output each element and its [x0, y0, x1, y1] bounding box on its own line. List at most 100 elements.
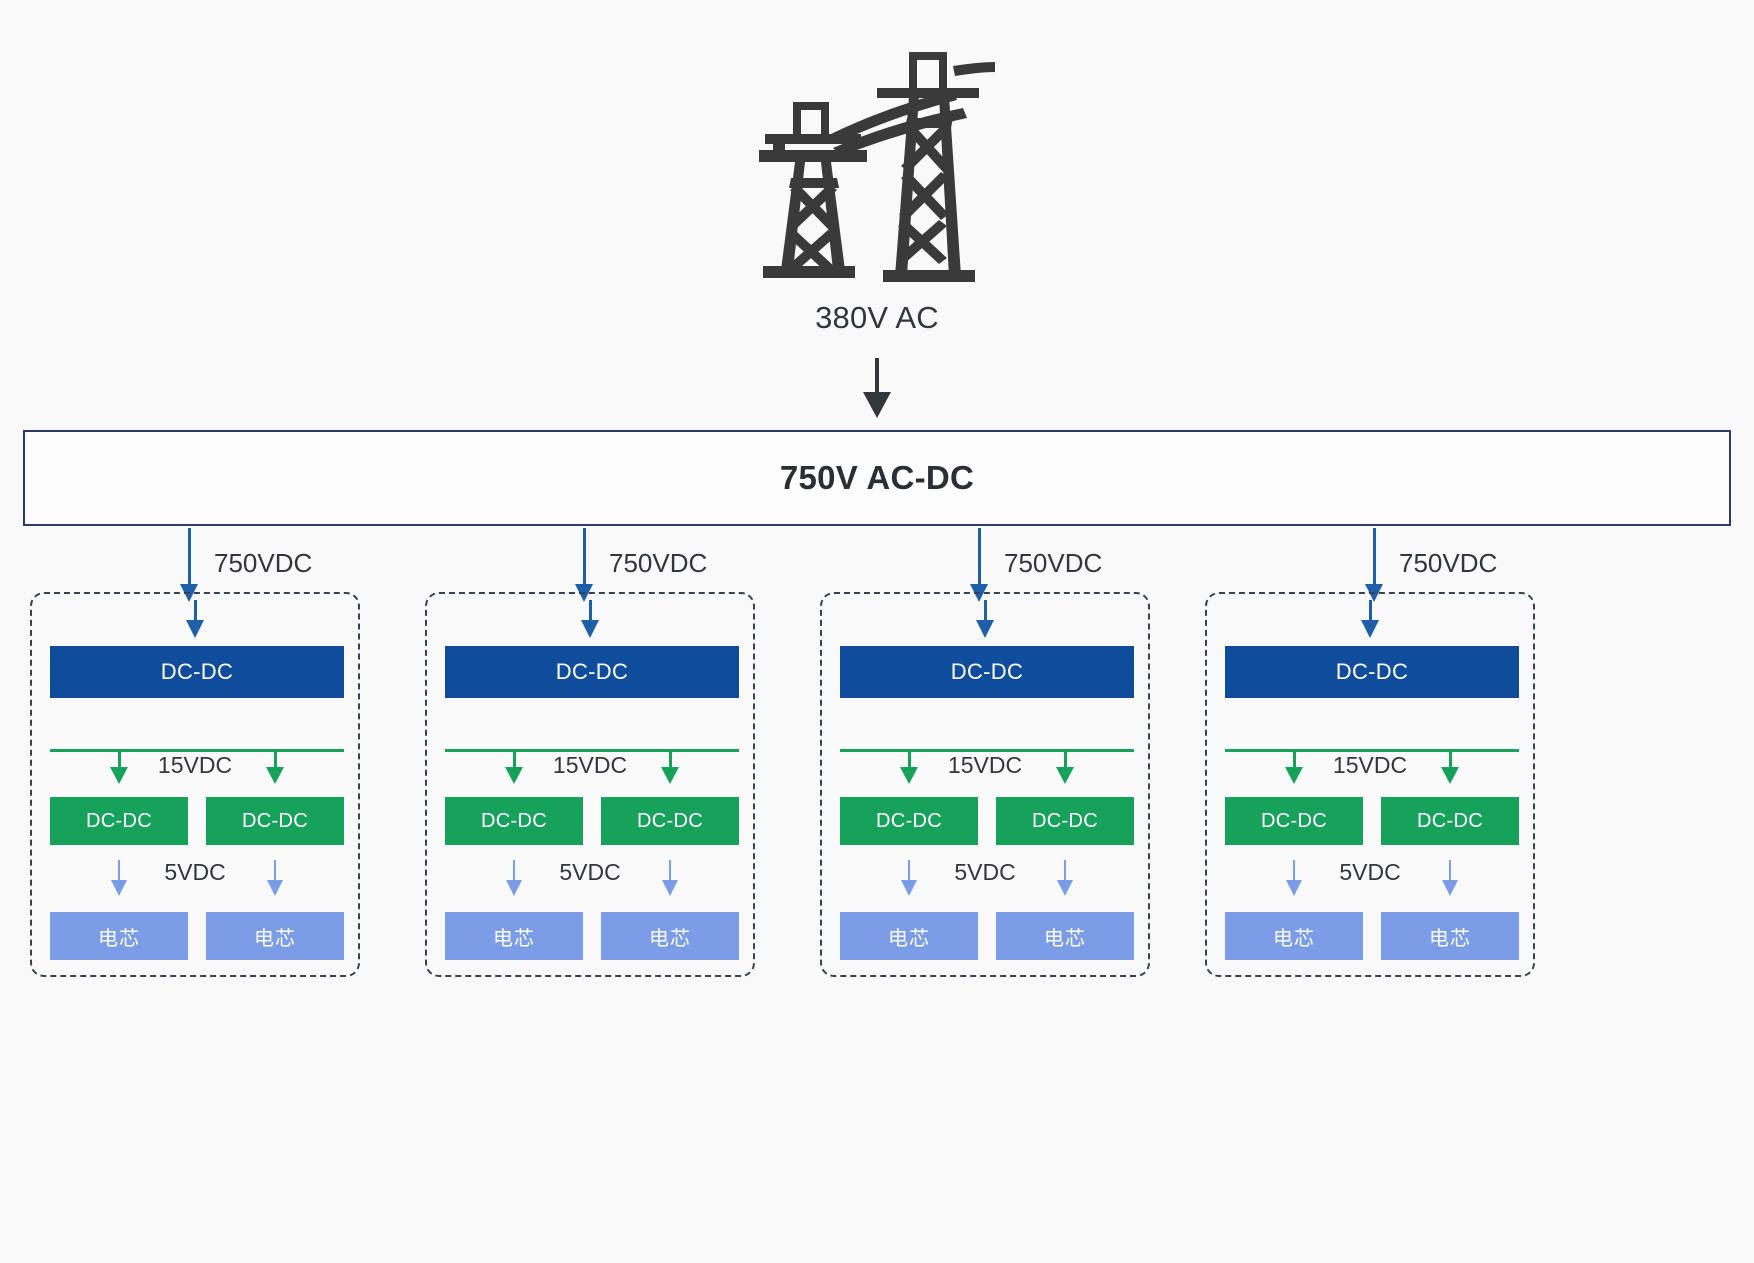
secondary-dcdc-label: DC-DC	[1032, 809, 1098, 832]
arrow-line	[669, 860, 671, 886]
arrow-head	[662, 880, 678, 896]
cell-voltage-label: 5VDC	[1339, 859, 1401, 885]
battery-cell-label: 电芯	[888, 927, 930, 950]
bus-voltage-label: 15VDC	[947, 752, 1023, 778]
primary-dcdc-label: DC-DC	[1335, 659, 1409, 684]
battery-group-1: DC-DC 15VDC DC-DC DC-DC 5VDC 电芯	[30, 592, 360, 977]
primary-dcdc-block[interactable]: DC-DC	[1225, 646, 1519, 698]
arrow-line	[669, 749, 672, 773]
secondary-dcdc-block-left[interactable]: DC-DC	[445, 797, 583, 845]
source-voltage-label: 380V AC	[815, 300, 939, 335]
bus-voltage-label: 15VDC	[552, 752, 628, 778]
arrow-line	[1449, 860, 1451, 886]
battery-cell-left[interactable]: 电芯	[445, 912, 583, 960]
secondary-dcdc-block-right[interactable]: DC-DC	[206, 797, 344, 845]
arrow-head	[1285, 767, 1303, 784]
arrow-head	[505, 767, 523, 784]
battery-cell-label: 电芯	[1273, 927, 1315, 950]
arrow-head	[1441, 767, 1459, 784]
primary-dcdc-block[interactable]: DC-DC	[445, 646, 739, 698]
arrow-head	[186, 620, 204, 638]
arrow-line	[194, 600, 197, 626]
arrow-line	[908, 749, 911, 773]
ac-dc-converter-label: 750V AC-DC	[779, 459, 975, 496]
cell-voltage-label: 5VDC	[559, 859, 621, 885]
secondary-dcdc-block-left[interactable]: DC-DC	[840, 797, 978, 845]
battery-cell-right[interactable]: 电芯	[996, 912, 1134, 960]
secondary-dcdc-label: DC-DC	[1417, 809, 1483, 832]
battery-cell-right[interactable]: 电芯	[1381, 912, 1519, 960]
arrow-line	[1064, 860, 1066, 886]
secondary-dcdc-block-right[interactable]: DC-DC	[996, 797, 1134, 845]
secondary-dcdc-label: DC-DC	[242, 809, 308, 832]
primary-dcdc-block[interactable]: DC-DC	[840, 646, 1134, 698]
arrow-line	[908, 860, 910, 886]
secondary-dcdc-label: DC-DC	[1261, 809, 1327, 832]
battery-cell-left[interactable]: 电芯	[840, 912, 978, 960]
feeder-line	[583, 528, 586, 590]
secondary-dcdc-block-right[interactable]: DC-DC	[1381, 797, 1519, 845]
arrow-head	[900, 767, 918, 784]
source-to-converter-arrow	[857, 358, 897, 425]
arrow-line	[1064, 749, 1067, 773]
secondary-dcdc-block-left[interactable]: DC-DC	[50, 797, 188, 845]
battery-group-4: DC-DC 15VDC DC-DC DC-DC 5VDC 电芯	[1205, 592, 1535, 977]
primary-dcdc-label: DC-DC	[555, 659, 629, 684]
dc-bus-line	[840, 749, 1134, 752]
arrow-head	[267, 880, 283, 896]
feeder-label: 750VDC	[1004, 548, 1103, 578]
feeder-line	[1373, 528, 1376, 590]
arrow-head	[581, 620, 599, 638]
secondary-dcdc-block-left[interactable]: DC-DC	[1225, 797, 1363, 845]
arrow-head	[1361, 620, 1379, 638]
battery-cell-right[interactable]: 电芯	[206, 912, 344, 960]
battery-cell-label: 电芯	[254, 927, 296, 950]
ac-dc-converter-box[interactable]: 750V AC-DC	[23, 430, 1731, 526]
arrow-head	[976, 620, 994, 638]
dc-bus-line	[445, 749, 739, 752]
battery-cell-left[interactable]: 电芯	[50, 912, 188, 960]
cell-voltage-label: 5VDC	[164, 859, 226, 885]
feeder-label: 750VDC	[1399, 548, 1498, 578]
battery-cell-right[interactable]: 电芯	[601, 912, 739, 960]
dc-bus-line	[50, 749, 344, 752]
arrow-head	[110, 767, 128, 784]
secondary-dcdc-label: DC-DC	[637, 809, 703, 832]
arrow-line	[118, 860, 120, 886]
primary-dcdc-label: DC-DC	[160, 659, 234, 684]
battery-cell-label: 电芯	[1044, 927, 1086, 950]
battery-cell-left[interactable]: 电芯	[1225, 912, 1363, 960]
arrow-line	[274, 749, 277, 773]
arrow-line	[1293, 749, 1296, 773]
arrow-line	[118, 749, 121, 773]
arrow-head	[266, 767, 284, 784]
arrow-head	[111, 880, 127, 896]
battery-cell-label: 电芯	[98, 927, 140, 950]
arrow-line	[984, 600, 987, 626]
arrow-head	[506, 880, 522, 896]
dc-bus-line	[1225, 749, 1519, 752]
secondary-dcdc-block-right[interactable]: DC-DC	[601, 797, 739, 845]
arrow-line	[1293, 860, 1295, 886]
arrow-head	[1057, 880, 1073, 896]
arrow-line	[513, 749, 516, 773]
arrow-line	[1449, 749, 1452, 773]
feeder-label: 750VDC	[609, 548, 708, 578]
primary-dcdc-block[interactable]: DC-DC	[50, 646, 344, 698]
arrow-head	[1286, 880, 1302, 896]
arrow-line	[513, 860, 515, 886]
cell-voltage-label: 5VDC	[954, 859, 1016, 885]
arrow-head	[1056, 767, 1074, 784]
arrow-head	[901, 880, 917, 896]
arrow-head	[661, 767, 679, 784]
battery-cell-label: 电芯	[493, 927, 535, 950]
secondary-dcdc-label: DC-DC	[876, 809, 942, 832]
transmission-tower-icon	[0, 44, 1754, 284]
feeder-line	[978, 528, 981, 590]
bus-voltage-label: 15VDC	[1332, 752, 1408, 778]
battery-cell-label: 电芯	[1429, 927, 1471, 950]
feeder-label: 750VDC	[214, 548, 313, 578]
secondary-dcdc-label: DC-DC	[481, 809, 547, 832]
bus-voltage-label: 15VDC	[157, 752, 233, 778]
